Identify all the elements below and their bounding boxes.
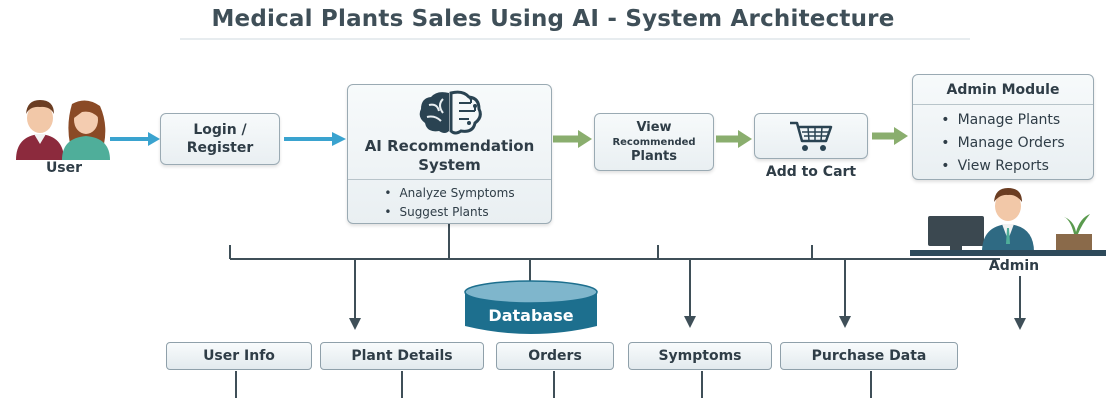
admin-bullet-item: Manage Plants [941, 109, 1064, 132]
data-store-purchase-data: Purchase Data [780, 342, 958, 370]
admin-module-title: Admin Module [946, 82, 1060, 98]
ai-bullet-item: Analyze Symptoms [384, 184, 514, 203]
add-to-cart-box [754, 113, 868, 159]
ai-box-title: AI Recommendation System [365, 137, 535, 175]
user-label: User [45, 160, 83, 176]
view-label-line2: Recommended [612, 136, 696, 148]
admin-bullet-item: View Reports [941, 155, 1064, 178]
admin-bullet-list: Manage Plants Manage Orders View Reports [941, 109, 1065, 178]
admin-box-divider [913, 104, 1093, 105]
title-underline [180, 38, 970, 40]
view-label-line3: Plants [631, 148, 677, 164]
data-store-symptoms: Symptoms [628, 342, 772, 370]
database-cylinder-icon [464, 280, 598, 334]
shopping-cart-icon [790, 121, 833, 151]
ai-bullet-list: Analyze Symptoms Suggest Plants [384, 184, 514, 222]
data-store-orders: Orders [496, 342, 614, 370]
admin-bullet-item: Manage Orders [941, 132, 1065, 155]
login-register-box: Login / Register [160, 113, 280, 165]
login-label-line2: Register [186, 140, 254, 156]
admin-module-box: Admin Module Manage Plants Manage Orders… [912, 74, 1094, 180]
login-label-line1: Login / [193, 122, 247, 138]
ai-title-line2: System [418, 156, 481, 174]
add-to-cart-label: Add to Cart [765, 164, 857, 180]
admin-desk-icon [910, 188, 1106, 256]
ai-recommendation-box: AI Recommendation System Analyze Symptom… [347, 84, 552, 224]
view-recommended-plants-box: View Recommended Plants [594, 113, 714, 171]
ai-box-divider [348, 179, 551, 180]
page-title: Medical Plants Sales Using AI - System A… [211, 6, 895, 32]
data-store-user-info: User Info [166, 342, 312, 370]
admin-label: Admin [988, 258, 1040, 274]
database-label: Database [488, 306, 574, 325]
data-store-plant-details: Plant Details [320, 342, 484, 370]
view-label-line1: View [636, 119, 672, 135]
brain-icon [419, 90, 482, 135]
ai-bullet-item: Suggest Plants [384, 203, 514, 222]
ai-title-line1: AI Recommendation [364, 137, 535, 155]
user-couple-icon [16, 100, 110, 160]
